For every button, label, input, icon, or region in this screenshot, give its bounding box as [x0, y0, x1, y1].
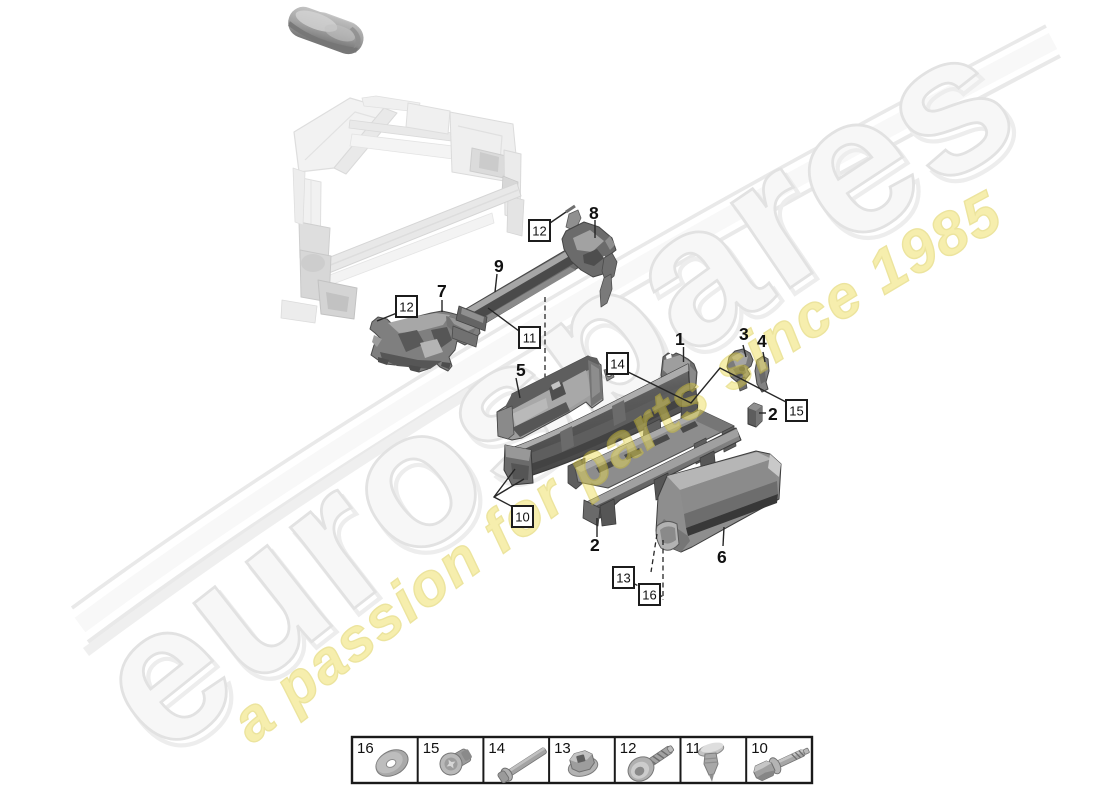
svg-text:10: 10: [751, 740, 768, 757]
svg-text:12: 12: [532, 224, 546, 239]
svg-text:5: 5: [516, 360, 526, 380]
svg-text:16: 16: [357, 740, 374, 757]
svg-text:12: 12: [620, 740, 637, 757]
svg-text:7: 7: [437, 281, 447, 301]
svg-text:16: 16: [642, 588, 656, 603]
svg-text:12: 12: [399, 300, 413, 315]
svg-text:2: 2: [590, 535, 600, 555]
svg-text:4: 4: [757, 331, 767, 351]
svg-text:3: 3: [739, 324, 749, 344]
svg-text:13: 13: [616, 571, 630, 586]
svg-text:11: 11: [523, 331, 537, 346]
svg-text:1: 1: [675, 329, 685, 349]
svg-text:8: 8: [589, 203, 599, 223]
svg-text:15: 15: [423, 740, 440, 757]
svg-text:11: 11: [686, 740, 702, 757]
svg-text:9: 9: [494, 256, 504, 276]
svg-text:14: 14: [488, 740, 505, 757]
svg-text:2: 2: [768, 404, 778, 424]
svg-text:6: 6: [717, 547, 727, 567]
svg-text:15: 15: [789, 404, 803, 419]
svg-text:10: 10: [515, 510, 529, 525]
svg-text:14: 14: [610, 357, 624, 372]
svg-text:13: 13: [554, 740, 571, 757]
